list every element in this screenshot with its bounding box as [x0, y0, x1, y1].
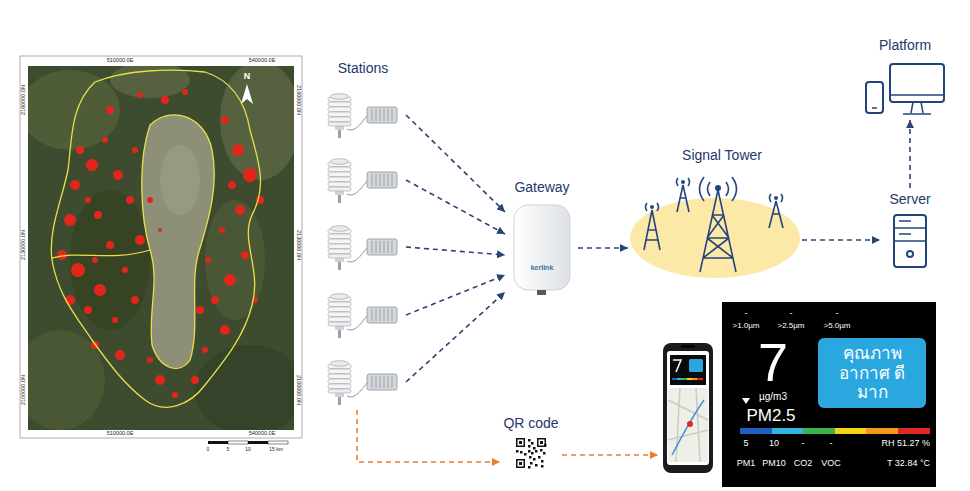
signal-tower: Signal Tower: [628, 144, 802, 282]
display-reading: >1.0µm: [732, 321, 759, 330]
scale-label: 15 km: [269, 447, 283, 452]
display-reading: PM10: [762, 458, 786, 468]
coordinate-label: 510000.0E: [107, 58, 134, 64]
data-flow-arrow: [909, 120, 911, 188]
data-flow-arrow: [406, 247, 505, 255]
display-reading: -: [830, 438, 833, 448]
satellite-map: [28, 66, 294, 430]
coordinate-label: 540000.0E: [249, 58, 276, 64]
node-label: Server: [889, 191, 930, 207]
coordinate-label: 2130000.0N: [21, 230, 27, 260]
display-reading: µg/m3: [759, 391, 787, 403]
display-reading: PM1: [737, 458, 756, 468]
scale-label: 10: [245, 447, 251, 452]
node-label: Stations: [338, 60, 389, 76]
data-flow-arrow: [406, 275, 505, 315]
gateway-icon: [514, 205, 570, 295]
north-arrow: [241, 84, 253, 104]
server-icon: [894, 215, 926, 267]
display-panel: [722, 302, 936, 487]
data-flow-arrow: [406, 292, 505, 382]
coordinate-label: 2160000.0N: [21, 85, 27, 115]
map-frame: [15, 56, 305, 438]
data-flow-arrow: [406, 180, 505, 234]
coordinate-label: 2130000.0N: [295, 230, 301, 260]
data-flow-arrow: [802, 239, 880, 241]
qr-code: QR code: [500, 412, 562, 475]
coordinate-label: 540000.0E: [249, 431, 276, 437]
coordinate-label: 2100000.0N: [21, 375, 27, 405]
brand-label: kerlink: [531, 264, 554, 272]
north-label: N: [244, 72, 251, 81]
display-reading: VOC: [821, 458, 841, 468]
scale-label: 0: [207, 447, 210, 452]
node-label: Signal Tower: [682, 147, 762, 163]
station-icons: [328, 94, 397, 405]
server-box: Server: [880, 188, 940, 270]
display-reading: 5: [743, 438, 748, 448]
scale-bar: [208, 441, 288, 444]
coordinate-label: 2100000.0N: [295, 375, 301, 405]
data-flow-arrow: [406, 115, 505, 212]
display-reading: RH 51.27 %: [881, 438, 930, 448]
platform-devices: Platform: [860, 34, 950, 120]
display-reading: CO2: [794, 458, 813, 468]
display-reading: -: [802, 438, 805, 448]
qr-link-arrow: [357, 410, 500, 462]
qr-code-image: [514, 436, 548, 470]
phone-illustration: [663, 343, 713, 473]
display-reading: -: [790, 308, 793, 318]
qr-link-arrow: [562, 454, 658, 456]
data-flow-arrow: [578, 247, 628, 249]
coordinate-label: 2160000.0N: [295, 85, 301, 115]
display-reading: >5.0µm: [823, 321, 850, 330]
display-reading: >2.5µm: [777, 321, 804, 330]
fire-spots: [57, 89, 264, 398]
platform-icons: [866, 64, 944, 114]
display-reading: -: [836, 308, 839, 318]
boundary-lines: [51, 70, 260, 407]
display-reading: 10: [769, 438, 779, 448]
display-reading: -: [745, 308, 748, 318]
display-reading: คุณภาพ อากาศ ดีมาก: [824, 344, 920, 403]
air-quality-display: - - - >1.0µm >2.5µm >5.0µm 7 µg/m3PM2.5 คุณภาพ อ…: [658, 300, 940, 489]
display-reading: T 32.84 °C: [887, 458, 930, 468]
node-label: Platform: [879, 37, 931, 53]
tower-icon: [630, 177, 800, 278]
display-reading: 7: [758, 335, 788, 389]
node-label: Gateway: [514, 179, 569, 195]
node-label: QR code: [503, 415, 558, 431]
station-group: Stations: [318, 57, 406, 410]
display-reading: PM2.5: [746, 406, 795, 426]
gateway-device: Gateway kerlink: [505, 176, 578, 298]
scale-label: 5: [227, 447, 230, 452]
coordinate-label: 510000.0E: [107, 431, 134, 437]
